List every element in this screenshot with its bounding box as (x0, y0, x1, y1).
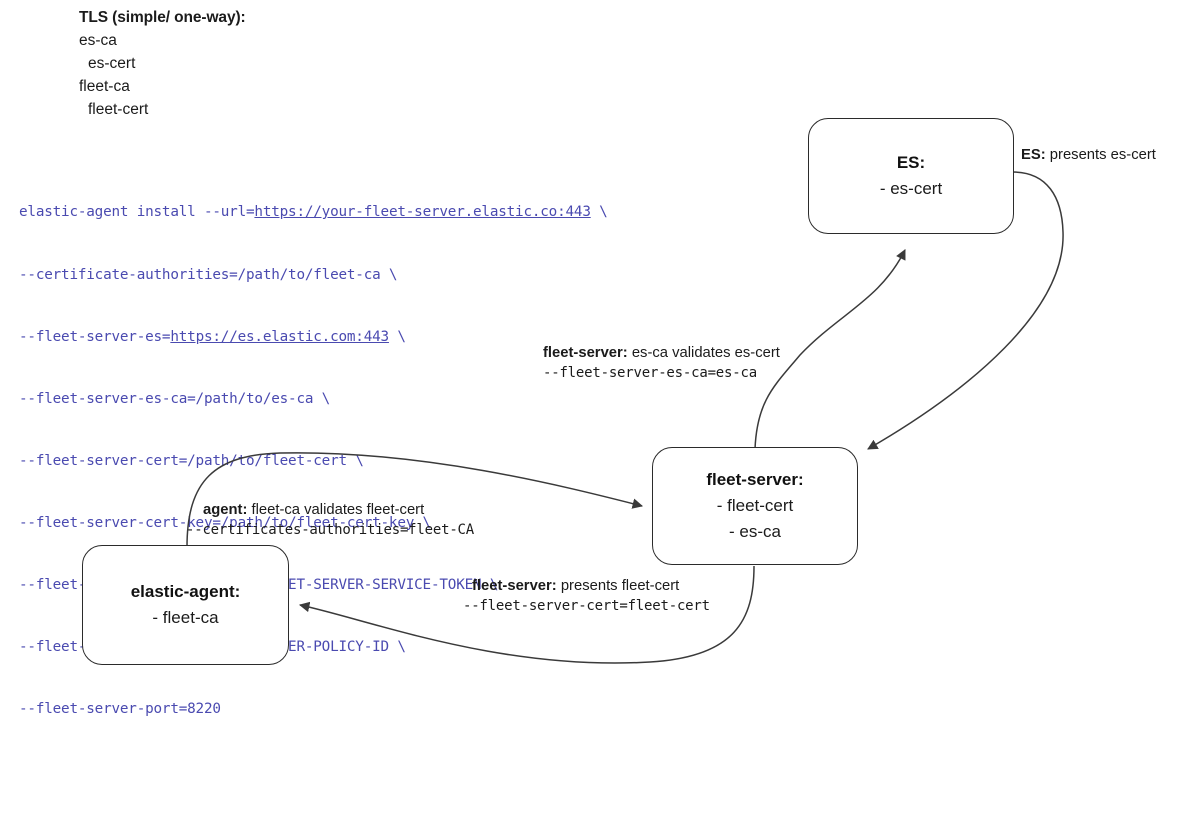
tls-note-line-fleet-cert: fleet-cert (88, 101, 149, 118)
command-line-1-post: \ (590, 204, 608, 221)
command-line-1-pre: elastic-agent install --url= (19, 204, 255, 221)
tls-note-line-fleet-ca: fleet-ca (79, 78, 130, 95)
edge-label-fleet-server-presents-flag: --fleet-server-cert=fleet-cert (463, 598, 710, 614)
node-fleet-server-title: fleet-server: (706, 470, 804, 489)
command-line-9-pre: --fleet-server-port=8220 (19, 701, 221, 718)
edge-label-fleet-server-validates-actor: fleet-server: (543, 345, 628, 361)
edge-label-fleet-server-presents-text: fleet-server: presents fleet-cert (472, 576, 710, 596)
command-line-1-url[interactable]: https://your-fleet-server.elastic.co:443 (254, 204, 591, 221)
node-fleet-server-line-2: - es-ca (729, 522, 781, 541)
edge-label-agent-validates-body: fleet-ca validates fleet-cert (247, 502, 425, 518)
tls-note-line-es-ca: es-ca (79, 32, 117, 49)
edge-label-agent-validates-text: agent: fleet-ca validates fleet-cert (203, 500, 474, 520)
edge-label-es-presents-body: presents es-cert (1045, 147, 1156, 163)
command-line-2-pre: --certificate-authorities=/path/to/fleet… (19, 266, 398, 283)
edge-label-es-presents: ES: presents es-cert (1021, 145, 1156, 165)
command-line-9: --fleet-server-port=8220 (19, 699, 608, 720)
command-line-5-pre: --fleet-server-cert=/path/to/fleet-cert … (19, 452, 364, 469)
node-es[interactable]: ES: - es-cert (808, 118, 1014, 234)
tls-note-title: TLS (simple/ one-way): (79, 9, 246, 26)
edge-label-fleet-server-validates-body: es-ca validates es-cert (627, 345, 780, 361)
edge-label-fleet-server-presents-actor: fleet-server: (472, 578, 557, 594)
edge-label-agent-validates-actor: agent: (203, 502, 248, 518)
edge-label-fleet-server-validates-flag: --fleet-server-es-ca=es-ca (543, 365, 757, 381)
command-line-3-pre: --fleet-server-es= (19, 328, 171, 345)
command-line-3-url[interactable]: https://es.elastic.com:443 (170, 328, 389, 345)
command-line-4: --fleet-server-es-ca=/path/to/es-ca \ (19, 389, 608, 410)
node-elastic-agent[interactable]: elastic-agent: - fleet-ca (82, 545, 289, 665)
edge-label-agent-validates: agent: fleet-ca validates fleet-cert --c… (186, 500, 474, 541)
edge-label-fleet-server-presents: fleet-server: presents fleet-cert --flee… (463, 576, 710, 617)
edge-label-es-presents-actor: ES: (1021, 147, 1046, 163)
command-line-5: --fleet-server-cert=/path/to/fleet-cert … (19, 451, 608, 472)
install-command-block: elastic-agent install --url=https://your… (19, 161, 608, 761)
command-line-3-post: \ (388, 328, 406, 345)
edge-label-agent-validates-flag: --certificates-authorities=fleet-CA (186, 522, 475, 538)
edge-label-fleet-server-presents-body: presents fleet-cert (556, 578, 680, 594)
command-line-3: --fleet-server-es=https://es.elastic.com… (19, 327, 608, 348)
node-elastic-agent-line-1: - fleet-ca (152, 608, 219, 627)
edge-label-fleet-server-validates-text: fleet-server: es-ca validates es-cert (543, 343, 780, 363)
edge-label-es-presents-text: ES: presents es-cert (1021, 145, 1156, 165)
node-fleet-server[interactable]: fleet-server: - fleet-cert - es-ca (652, 447, 858, 565)
node-fleet-server-line-1: - fleet-cert (716, 496, 794, 515)
command-line-2: --certificate-authorities=/path/to/fleet… (19, 265, 608, 286)
command-line-1: elastic-agent install --url=https://your… (19, 202, 608, 223)
node-es-line-1: - es-cert (879, 179, 943, 198)
node-elastic-agent-title: elastic-agent: (130, 582, 241, 601)
tls-note-line-es-cert: es-cert (88, 55, 136, 72)
node-es-title: ES: (896, 153, 926, 172)
tls-note-block: TLS (simple/ one-way): es-ca es-cert fle… (79, 6, 246, 121)
edge-label-fleet-server-validates: fleet-server: es-ca validates es-cert --… (543, 343, 780, 384)
command-line-4-pre: --fleet-server-es-ca=/path/to/es-ca \ (19, 390, 331, 407)
